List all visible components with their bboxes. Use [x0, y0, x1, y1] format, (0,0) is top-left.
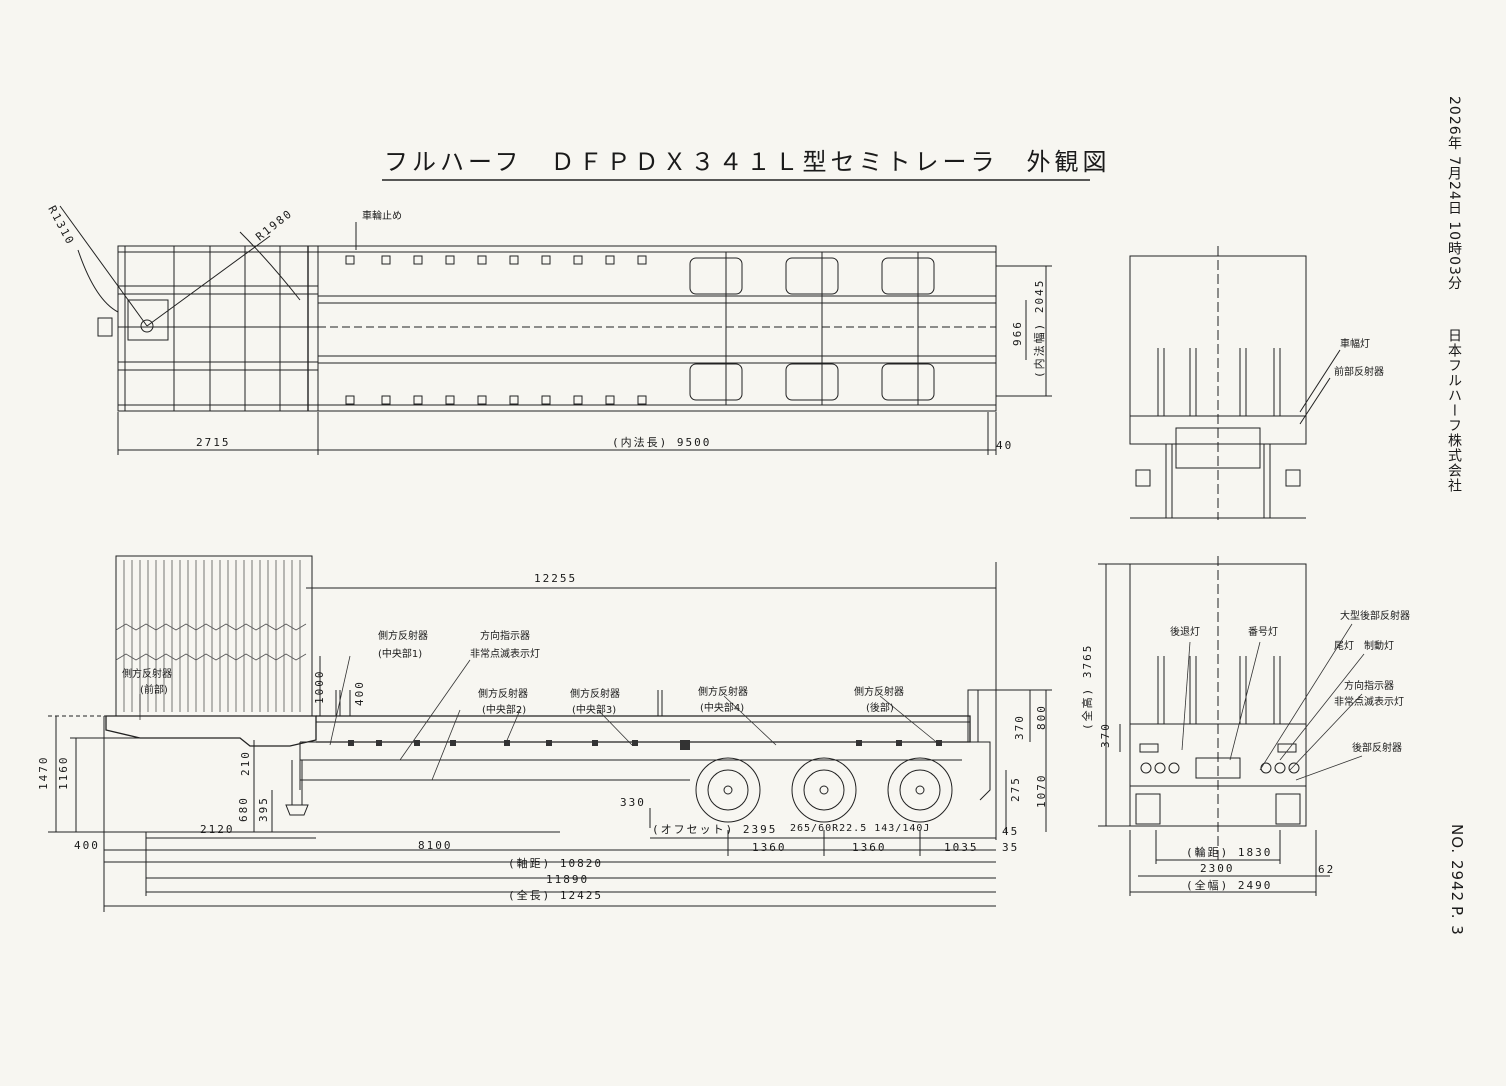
dim-1470: 1470 [37, 755, 50, 791]
dim-966: 966 [1011, 320, 1024, 346]
dim-rear-40: 40 [996, 439, 1014, 452]
label-side-reflector-c1: 側方反射器 [378, 631, 428, 642]
dim-overall-height: (全高) 3765 [1081, 643, 1094, 730]
page-number: P. 3 [1448, 906, 1466, 936]
dim-62: 62 [1318, 863, 1336, 876]
axle-tires-top [689, 252, 935, 405]
dim-45: 45 [1002, 825, 1020, 838]
top-view-deck-outline [117, 245, 997, 412]
front-view [1129, 246, 1341, 520]
dim-400b: 400 [74, 839, 100, 852]
label-rear-hazard: 非常点滅表示灯 [1334, 697, 1404, 708]
dim-800: 800 [1035, 704, 1048, 730]
gooseneck [105, 715, 317, 747]
dim-1035: 1035 [944, 841, 979, 854]
tire-size: 265/60R22.5 143/140J [790, 823, 931, 834]
dim-8100: 8100 [418, 839, 453, 852]
dim-2300: 2300 [1200, 862, 1235, 875]
top-view [59, 205, 1052, 455]
dim-overall-length: (全長) 12425 [508, 889, 603, 902]
side-view [48, 555, 1052, 912]
dim-overall-width: (全幅) 2490 [1186, 879, 1273, 892]
label-reverse-lamp: 後退灯 [1170, 627, 1200, 638]
label-large-rear-reflector: 大型後部反射器 [1340, 611, 1410, 622]
label-turn-signal: 方向指示器 [480, 631, 530, 642]
rear-view [1098, 556, 1365, 896]
print-datetime: 2026年 7月24日 10時03分 [1446, 96, 1462, 291]
label-side-reflector-front: 側方反射器 [122, 669, 172, 680]
dim-35: 35 [1002, 841, 1020, 854]
document-number: NO. 2942 [1448, 824, 1466, 903]
dim-rear-370: 370 [1099, 722, 1112, 748]
label-clearance-lamp: 車幅灯 [1340, 339, 1370, 350]
label-side-reflector-c3: 側方反射器 [570, 689, 620, 700]
label-side-reflector-c2-sub: (中央部2) [482, 705, 527, 716]
label-rear-reflector: 後部反射器 [1352, 743, 1402, 754]
label-side-reflector-c4: 側方反射器 [698, 687, 748, 698]
dim-overall-12255: 12255 [534, 572, 578, 585]
deck-side [316, 715, 971, 743]
dim-11890: 11890 [546, 873, 590, 886]
dim-2120: 2120 [200, 823, 235, 836]
dim-400: 400 [353, 680, 366, 706]
dim-275: 275 [1009, 776, 1022, 802]
dim-1360b: 1360 [852, 841, 887, 854]
label-side-reflector-c2: 側方反射器 [478, 689, 528, 700]
wheel-stop-label: 車輪止め [362, 211, 402, 222]
label-side-reflector-c4-sub: (中央部4) [700, 703, 745, 714]
dim-370: 370 [1013, 714, 1026, 740]
dim-offset: (オフセット) 2395 [652, 823, 778, 836]
dim-680: 680 [237, 796, 250, 822]
dim-1160: 1160 [57, 755, 70, 791]
dim-track: (輪距) 1830 [1186, 846, 1273, 859]
dim-inner-length: (内法長) 9500 [612, 436, 712, 449]
dim-front-length: 2715 [196, 436, 231, 449]
label-rear-turn: 方向指示器 [1344, 681, 1394, 692]
label-side-reflector-c1-sub: (中央部1) [378, 649, 423, 660]
wheels-side [690, 757, 962, 823]
dim-1360a: 1360 [752, 841, 787, 854]
dim-1070: 1070 [1035, 773, 1048, 809]
drawing-title: フルハーフ ＤＦＰＤＸ３４１Ｌ型セミトレーラ 外観図 [384, 148, 1111, 176]
label-side-reflector-c3-sub: (中央部3) [572, 705, 617, 716]
label-plate-lamp: 番号灯 [1248, 627, 1278, 638]
dim-395: 395 [257, 796, 270, 822]
dim-wheelbase: (軸距) 10820 [508, 857, 603, 870]
label-side-reflector-front-sub: (前部) [140, 685, 168, 696]
company-name: 日本フルハーフ株式会社 [1446, 328, 1462, 493]
dim-inner-width: (内法幅) 2045 [1033, 278, 1046, 378]
dim-330: 330 [620, 796, 646, 809]
label-side-reflector-rear: 側方反射器 [854, 687, 904, 698]
label-hazard: 非常点滅表示灯 [470, 649, 540, 660]
dim-210: 210 [239, 750, 252, 776]
label-tail-brake: 尾灯 制動灯 [1334, 641, 1394, 652]
label-front-reflector: 前部反射器 [1334, 367, 1384, 378]
dim-1000: 1000 [313, 669, 326, 705]
stake-pockets-top [345, 255, 647, 405]
label-side-reflector-rear-sub: (後部) [866, 703, 894, 714]
